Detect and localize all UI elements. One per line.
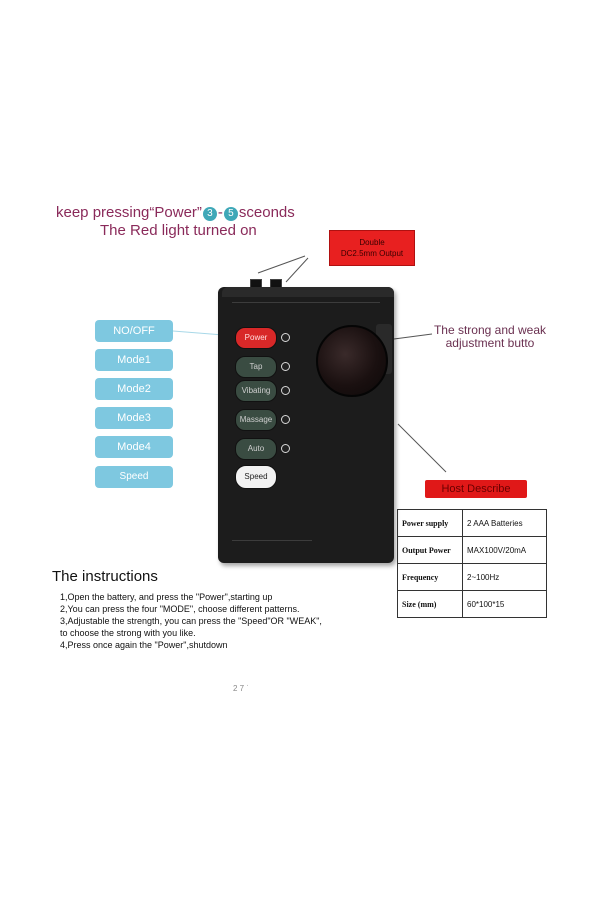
speed-button[interactable]: Speed [235, 465, 277, 489]
vibating-button[interactable]: Vibating [235, 380, 277, 402]
table-row: Output Power MAX100V/20mA [397, 536, 547, 564]
instruction-line: to choose the strong with you like. [60, 628, 196, 638]
instructions-title: The instructions [52, 568, 158, 585]
instruction-line: 2,You can press the four "MODE", choose … [60, 604, 300, 614]
host-describe-badge: Host Describe [425, 480, 527, 498]
instruction-line: 4,Press once again the "Power",shutdown [60, 640, 228, 650]
label-mode3: Mode3 [95, 407, 173, 429]
instruction-line: 1,Open the battery, and press the "Power… [60, 592, 273, 602]
table-row: Frequency 2~100Hz [397, 563, 547, 591]
led-vibating [281, 386, 290, 395]
spec-key: Frequency [397, 563, 463, 591]
led-massage [281, 415, 290, 424]
label-speed: Speed [95, 466, 173, 488]
power-button[interactable]: Power [235, 327, 277, 349]
output-callout: Double DC2.5mm Output [329, 230, 415, 266]
stray-mark: 2 7 ˙ [233, 684, 250, 693]
spec-table: Power supply 2 AAA Batteries Output Powe… [397, 509, 547, 618]
instruction-line: 3,Adjustable the strength, you can press… [60, 616, 322, 626]
tap-button[interactable]: Tap [235, 356, 277, 378]
label-mode2: Mode2 [95, 378, 173, 400]
auto-button[interactable]: Auto [235, 438, 277, 460]
number-badge-5: 5 [223, 207, 238, 221]
led-power [281, 333, 290, 342]
label-no-off: NO/OFF [95, 320, 173, 342]
host-arrow-line [397, 423, 447, 473]
device-seam-bottom [232, 540, 312, 541]
number-badge-3: 3 [202, 207, 217, 221]
label-mode4: Mode4 [95, 436, 173, 458]
spec-value: 2~100Hz [462, 563, 547, 591]
massage-button[interactable]: Massage [235, 409, 277, 431]
device-top-edge [222, 287, 394, 297]
spec-key: Size (mm) [397, 590, 463, 618]
output-arrow-line-2 [285, 257, 309, 283]
spec-value: 2 AAA Batteries [462, 509, 547, 537]
spec-value: MAX100V/20mA [462, 536, 547, 564]
strength-knob[interactable] [316, 325, 388, 397]
led-auto [281, 444, 290, 453]
spec-key: Output Power [397, 536, 463, 564]
device-seam [232, 302, 380, 303]
led-tap [281, 362, 290, 371]
label-mode1: Mode1 [95, 349, 173, 371]
table-row: Size (mm) 60*100*15 [397, 590, 547, 618]
table-row: Power supply 2 AAA Batteries [397, 509, 547, 537]
spec-key: Power supply [397, 509, 463, 537]
headline-line2: The Red light turned on [100, 222, 257, 239]
output-arrow-line-1 [257, 255, 306, 274]
knob-annotation: The strong and weak adjustment butto [433, 323, 547, 350]
spec-value: 60*100*15 [462, 590, 547, 618]
